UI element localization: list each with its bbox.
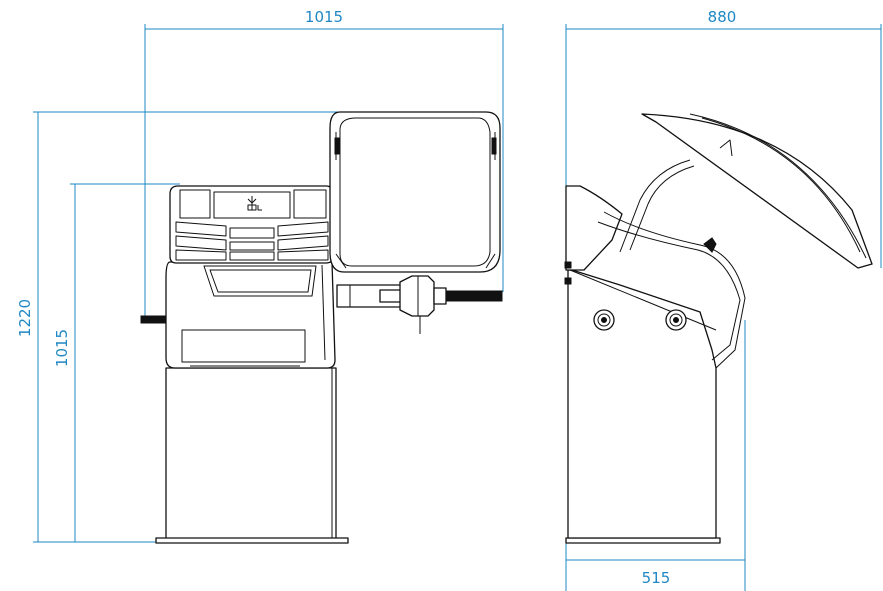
bolt-icon <box>593 309 615 331</box>
side-view <box>564 113 873 544</box>
dimension-label-side-depth: 880 <box>708 8 737 26</box>
bolt-icon <box>665 309 687 331</box>
dimension-label-base-depth: 515 <box>642 569 671 587</box>
front-view <box>140 111 503 544</box>
dimension-label-front-width: 1015 <box>305 8 343 26</box>
dimension-lines <box>33 24 882 591</box>
wheel-weight-icon <box>247 196 262 211</box>
dimension-label-body-height: 1015 <box>53 329 71 367</box>
dimension-label-total-height: 1220 <box>16 299 34 337</box>
